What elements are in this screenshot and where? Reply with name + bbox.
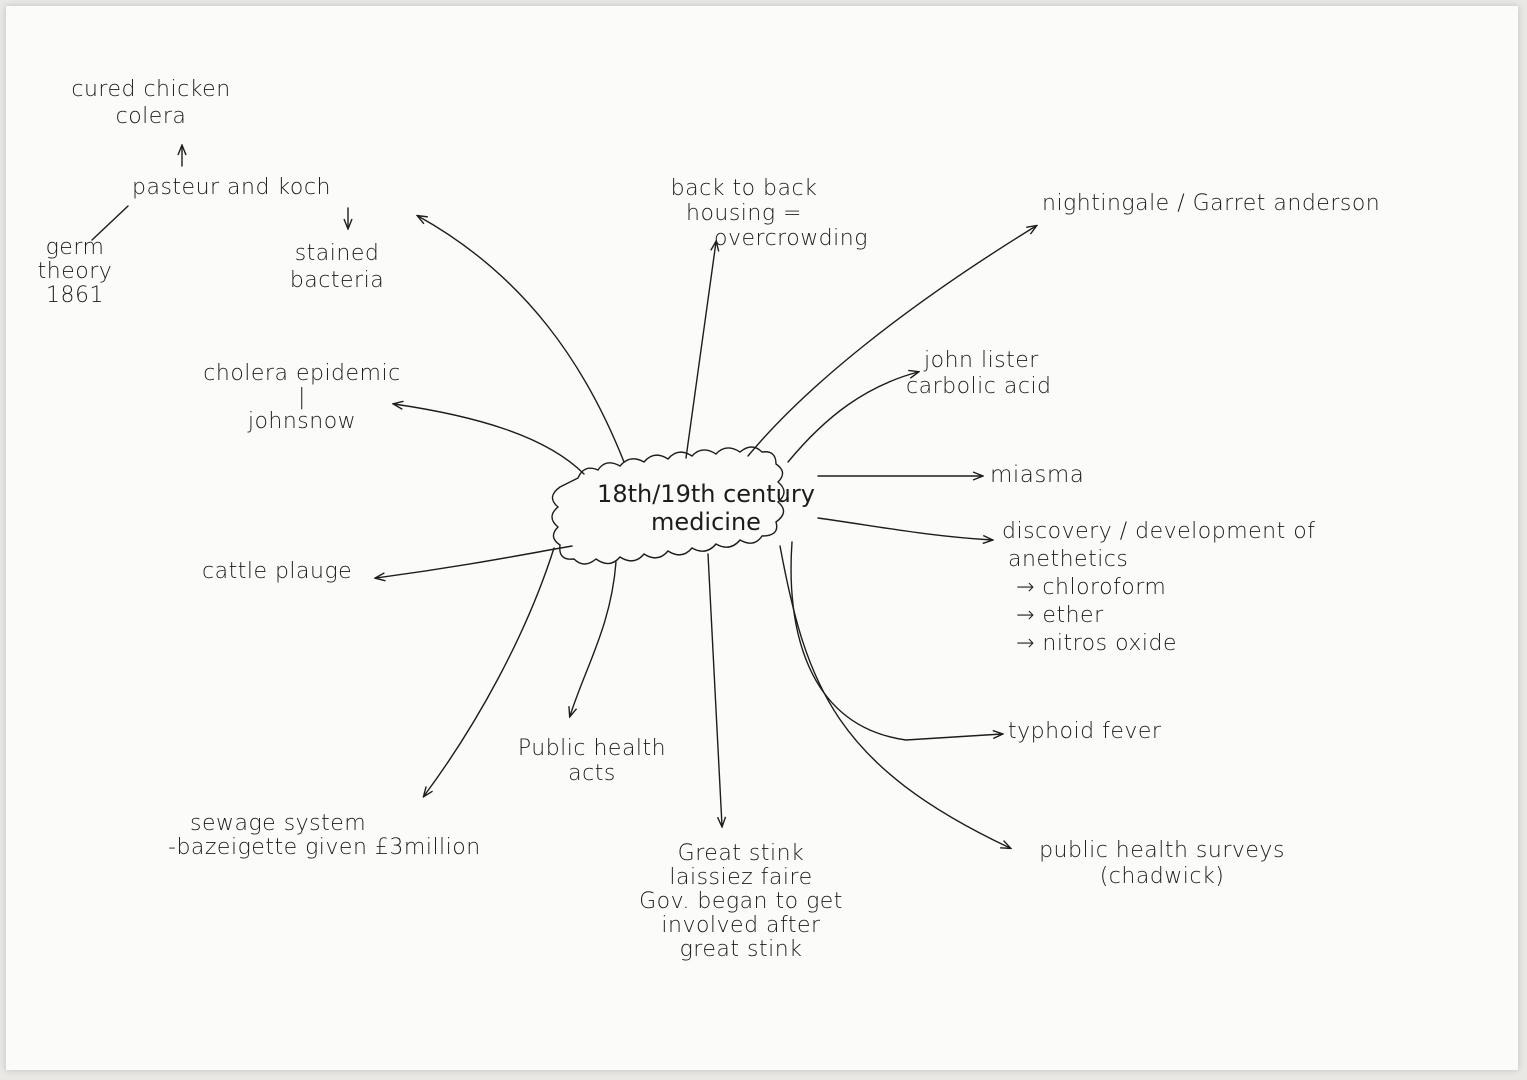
- node-line: overcrowding: [714, 226, 868, 251]
- link-nightingale: [747, 226, 1036, 457]
- node-line: anethetics: [1008, 547, 1129, 572]
- node-cured-chicken-cholera: cured chicken colera: [46, 76, 256, 130]
- node-line: carbolic acid: [906, 374, 1052, 399]
- paper-sheet: 18th/19th century medicine cured chicken…: [6, 6, 1518, 1070]
- node-anesthetics: discovery / development of anethetics → …: [1002, 518, 1315, 658]
- node-public-health-surveys: public health surveys (chadwick): [1002, 838, 1322, 890]
- node-line: germ: [45, 235, 105, 260]
- central-topic-line-2: medicine: [651, 508, 761, 536]
- link-cattle: [376, 545, 573, 578]
- center-cloud-outline: [551, 446, 785, 565]
- link-cholera: [394, 404, 585, 475]
- link-lister: [787, 372, 918, 463]
- node-pasteur-koch: pasteur and koch: [132, 174, 331, 201]
- link-pasteur-koch: [418, 216, 625, 463]
- node-line: theory: [37, 259, 113, 284]
- node-sewage-system: sewage system -bazeigette given £3millio…: [168, 812, 481, 860]
- node-line: (chadwick): [1099, 864, 1225, 889]
- central-topic-line-1: 18th/19th century: [597, 480, 815, 508]
- node-line: → chloroform: [1016, 575, 1167, 600]
- node-line: cholera epidemic: [203, 361, 401, 386]
- link-surveys: [779, 545, 1010, 848]
- link-back-to-back: [685, 242, 716, 459]
- connector-layer: [91, 6, 1518, 1070]
- node-line: involved after: [661, 913, 821, 938]
- node-cholera-epidemic: cholera epidemic | johnsnow: [192, 362, 412, 434]
- node-miasma: miasma: [990, 462, 1084, 489]
- node-line: typhoid fever: [1008, 719, 1162, 744]
- node-nightingale-garrett-anderson: nightingale / Garret anderson: [1042, 190, 1380, 217]
- node-line: Public health: [517, 736, 667, 761]
- node-great-stink: Great stink laissiez faire Gov. began to…: [606, 842, 876, 962]
- link-germ-pasteur: [91, 205, 129, 241]
- node-line: → nitros oxide: [1016, 631, 1177, 656]
- node-line: 1861: [46, 283, 104, 308]
- node-line: acts: [568, 761, 616, 786]
- node-cattle-plague: cattle plauge: [202, 558, 352, 585]
- node-stained-bacteria: stained bacteria: [252, 240, 422, 294]
- node-back-to-back-housing: back to back housing = overcrowding: [634, 176, 868, 251]
- node-john-lister: john lister carbolic acid: [906, 348, 1052, 400]
- node-line: laissiez faire: [669, 865, 813, 890]
- link-typhoid: [790, 541, 1002, 741]
- node-line: Great stink: [677, 841, 805, 866]
- node-germ-theory: germ theory 1861: [10, 236, 140, 308]
- node-line: bacteria: [289, 268, 385, 293]
- link-public-health-acts: [570, 561, 617, 716]
- node-line: stained: [294, 241, 380, 266]
- node-line: great stink: [679, 937, 803, 962]
- central-topic: 18th/19th century medicine: [586, 480, 826, 536]
- node-line: |: [298, 385, 306, 410]
- node-line: Gov. began to get: [639, 889, 843, 914]
- link-sewage: [424, 547, 555, 796]
- node-line: john lister: [924, 348, 1039, 373]
- node-line: public health surveys: [1039, 838, 1285, 863]
- node-line: -bazeigette given £3million: [168, 835, 481, 860]
- node-line: cattle plauge: [202, 559, 353, 584]
- node-line: → ether: [1016, 603, 1104, 628]
- node-line: discovery / development of: [1002, 519, 1316, 544]
- node-line: back to back: [670, 176, 818, 201]
- node-line: cured chicken: [71, 77, 231, 102]
- node-line: nightingale / Garret anderson: [1042, 191, 1381, 216]
- node-line: colera: [115, 104, 187, 129]
- link-great-stink: [707, 553, 722, 826]
- node-line: housing =: [686, 201, 802, 226]
- node-typhoid-fever: typhoid fever: [1008, 718, 1161, 745]
- link-anesthetics: [817, 517, 992, 540]
- node-line: pasteur and koch: [132, 175, 331, 200]
- node-public-health-acts: Public health acts: [492, 736, 692, 786]
- node-line: miasma: [990, 462, 1085, 488]
- node-line: sewage system: [190, 811, 367, 836]
- node-line: johnsnow: [247, 409, 357, 434]
